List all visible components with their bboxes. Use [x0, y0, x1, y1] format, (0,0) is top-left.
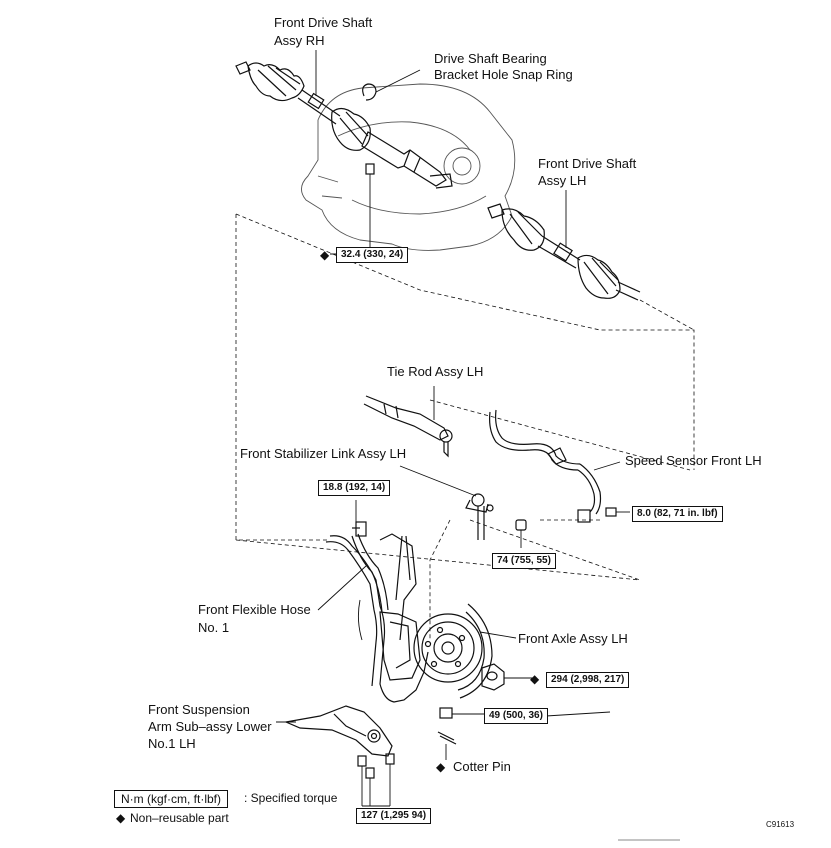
drive-shaft-lh: [487, 190, 641, 301]
label-front-axle: Front Axle Assy LH: [518, 631, 628, 646]
non-reusable-icon: ◆: [436, 760, 446, 774]
label-drive-shaft-lh: Front Drive Shaft: [538, 156, 637, 171]
front-axle-assy-part: [325, 533, 493, 703]
label-stabilizer-link: Front Stabilizer Link Assy LH: [240, 446, 407, 461]
drive-shaft-rh: [235, 61, 453, 189]
label-speed-sensor: Speed Sensor Front LH: [625, 453, 762, 468]
label-cotter-pin: Cotter Pin: [453, 759, 511, 774]
tie-rod-part: [363, 386, 453, 458]
label-drive-shaft-lh-2: Assy LH: [538, 173, 587, 188]
torque-arm-bolts: 127 (1,295 94): [356, 808, 432, 824]
bracket-bolt-part: [365, 163, 375, 250]
transaxle-housing: [301, 83, 516, 251]
label-drive-shaft-rh-2: Assy RH: [274, 33, 325, 48]
label-drive-shaft-rh: Front Drive Shaft: [274, 15, 373, 30]
castle-nut-part: [439, 707, 484, 719]
label-suspension-arm-3: No.1 LH: [148, 736, 196, 751]
figure-id: C91613: [766, 820, 795, 829]
label-flexible-hose: Front Flexible Hose: [198, 602, 311, 617]
cotter-pin-part: [437, 731, 457, 760]
label-tie-rod: Tie Rod Assy LH: [387, 364, 484, 379]
stabilizer-link-part: [399, 465, 527, 548]
flexible-hose-part: [317, 533, 389, 613]
snap-ring-part: [362, 69, 421, 101]
torque-sensor-bolt: 8.0 (82, 71 in. lbf): [632, 506, 723, 522]
torque-stabilizer-nut: 74 (755, 55): [492, 553, 556, 569]
label-suspension-arm: Front Suspension: [148, 702, 250, 717]
non-reusable-icon: ◆: [320, 248, 330, 262]
torque-stabilizer-bolt: 18.8 (192, 14): [318, 480, 391, 496]
legend-unit-desc: : Specified torque: [244, 791, 338, 805]
label-snap-ring-2: Bracket Hole Snap Ring: [434, 67, 573, 82]
speed-sensor-part: [489, 409, 630, 523]
label-snap-ring: Drive Shaft Bearing: [434, 51, 547, 66]
axle-nut-part: [481, 663, 536, 691]
label-flexible-hose-2: No. 1: [198, 620, 230, 635]
non-reusable-icon: ◆: [530, 672, 540, 686]
lower-arm-part: [276, 705, 393, 757]
legend-unit-box: N·m (kgf·cm, ft·lbf): [114, 790, 228, 808]
stabilizer-bolt-part: [352, 500, 367, 537]
label-suspension-arm-2: Arm Sub–assy Lower: [148, 719, 272, 734]
arm-bolts-part: [357, 753, 395, 807]
torque-axle-nut: 294 (2,998, 217): [546, 672, 630, 688]
torque-bracket-bolt: 32.4 (330, 24): [336, 247, 409, 263]
torque-tie-rod-nut: 49 (500, 36): [484, 708, 548, 724]
non-reusable-icon: ◆: [116, 811, 126, 825]
legend-non-reusable-desc: Non–reusable part: [130, 811, 229, 825]
